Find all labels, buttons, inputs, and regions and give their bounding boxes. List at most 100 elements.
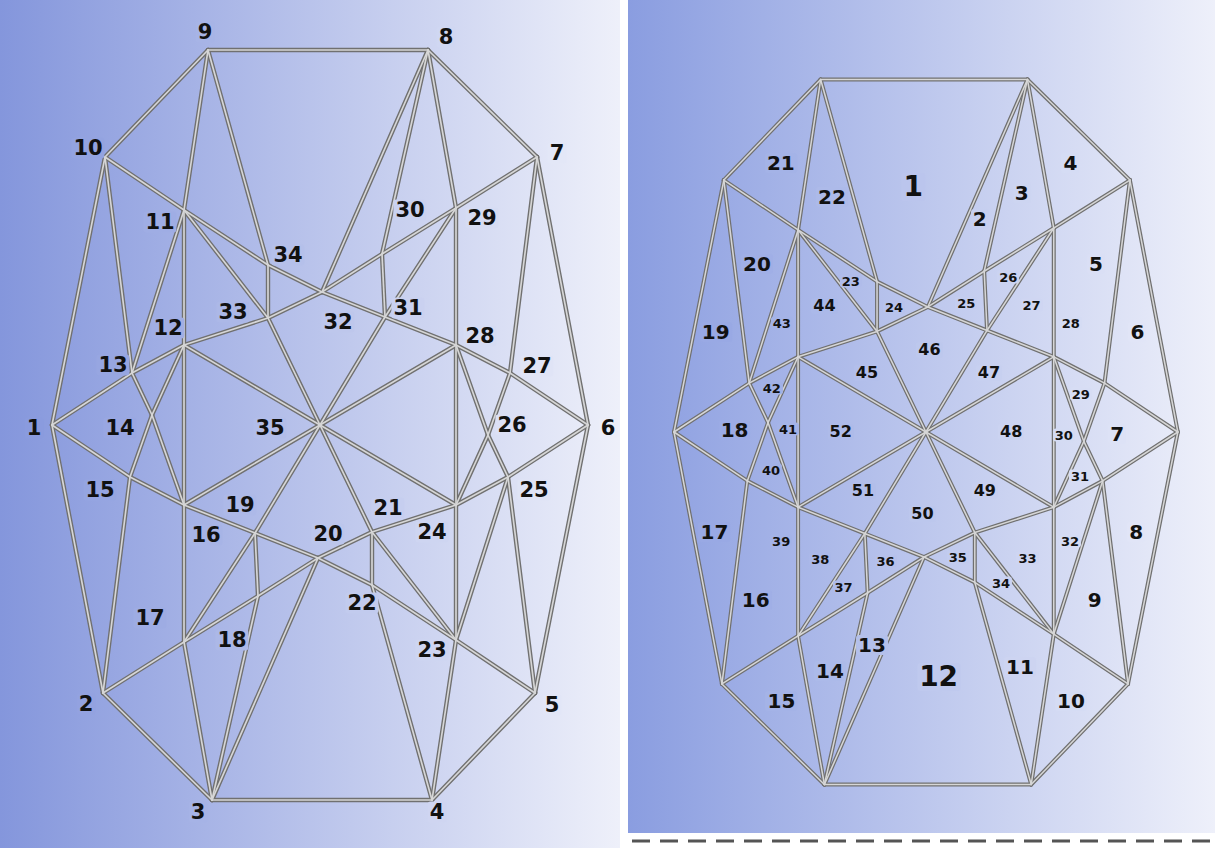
wireframe-edge-highlight bbox=[798, 331, 877, 356]
wireframe-edge bbox=[182, 345, 186, 505]
wireframe-edge bbox=[984, 80, 1027, 272]
wireframe-edge-highlight bbox=[1103, 481, 1128, 684]
face-number: 42 bbox=[761, 381, 783, 394]
wireframe-edge-highlight bbox=[821, 80, 877, 282]
wireframe-edge-highlight bbox=[674, 180, 724, 432]
wireframe-edge bbox=[372, 532, 456, 640]
face-number: 39 bbox=[770, 535, 792, 548]
face-number: 50 bbox=[909, 506, 935, 522]
face-number: 29 bbox=[1070, 387, 1092, 400]
wireframe-edge-highlight bbox=[876, 282, 878, 332]
wireframe-edge-highlight bbox=[1053, 228, 1055, 357]
wireframe-edge bbox=[724, 180, 749, 383]
wireframe-edge bbox=[508, 477, 535, 693]
wireframe-edge-highlight bbox=[372, 585, 456, 640]
wireframe-edge-highlight bbox=[456, 477, 508, 505]
wireframe-edge-highlight bbox=[1054, 481, 1103, 507]
wireframe-edge bbox=[821, 78, 1028, 82]
face-number: 32 bbox=[1059, 534, 1081, 547]
wireframe-edge-highlight bbox=[1054, 481, 1103, 634]
wireframe-edge bbox=[796, 507, 800, 636]
face-number: 7 bbox=[1108, 424, 1126, 444]
wireframe-edge bbox=[456, 640, 535, 693]
wireframe-edge bbox=[103, 642, 184, 693]
wireframe-right bbox=[674, 80, 1178, 785]
vertex-number: 7 bbox=[548, 143, 567, 164]
vertex-number: 28 bbox=[463, 326, 496, 347]
face-number: 23 bbox=[840, 274, 862, 287]
wireframe-edge bbox=[382, 50, 428, 254]
face-number: 41 bbox=[777, 422, 799, 435]
wireframe-edge bbox=[255, 533, 318, 558]
wireframe-edge bbox=[674, 432, 722, 684]
wireframe-edge-highlight bbox=[987, 228, 1054, 330]
wireframe-edge bbox=[1052, 228, 1056, 357]
wireframe-edge-highlight bbox=[456, 477, 508, 640]
vertex-number: 4 bbox=[428, 802, 447, 823]
face-number: 12 bbox=[917, 663, 960, 691]
wireframe-edge-highlight bbox=[537, 157, 588, 425]
wireframe-edge bbox=[535, 425, 588, 693]
wireframe-edge bbox=[132, 373, 152, 415]
wireframe-edge bbox=[105, 157, 132, 373]
wireframe-edge-highlight bbox=[372, 532, 456, 640]
wireframe-edge bbox=[1105, 180, 1130, 383]
face-number: 28 bbox=[1060, 316, 1082, 329]
wireframe-edge-highlight bbox=[798, 357, 926, 432]
vertex-number: 10 bbox=[71, 138, 104, 159]
vertex-number: 18 bbox=[215, 630, 248, 651]
wireframe-edge-highlight bbox=[105, 157, 132, 373]
wireframe-edge bbox=[318, 558, 372, 585]
vertex-number: 29 bbox=[465, 208, 498, 229]
wireframe-edge-highlight bbox=[184, 50, 208, 210]
wireframe-edge bbox=[320, 345, 456, 425]
wireframe-edge bbox=[454, 345, 458, 505]
wireframe-edge bbox=[488, 435, 508, 477]
wireframe-edge-highlight bbox=[208, 49, 428, 51]
face-number: 21 bbox=[765, 153, 797, 173]
vertex-number: 31 bbox=[391, 298, 424, 319]
wireframe-edge-highlight bbox=[456, 157, 537, 208]
wireframe-edge bbox=[824, 783, 1031, 787]
wireframe-edge-highlight bbox=[132, 210, 184, 373]
wireframe-edge-highlight bbox=[456, 435, 488, 505]
wireframe-edge-highlight bbox=[382, 50, 428, 254]
wireframe-edge-highlight bbox=[132, 373, 152, 415]
wireframe-edge bbox=[674, 180, 724, 432]
wireframe-edge-highlight bbox=[508, 477, 535, 693]
wireframe-edge-highlight bbox=[183, 505, 185, 642]
wireframe-edge-highlight bbox=[105, 50, 208, 157]
wireframe-edge-highlight bbox=[1031, 684, 1128, 785]
face-number: 18 bbox=[719, 420, 751, 440]
wireframe-edge bbox=[796, 230, 800, 357]
wireframe-edge-highlight bbox=[975, 582, 1054, 634]
wireframe-edge-highlight bbox=[798, 636, 824, 785]
wireframe-edge-highlight bbox=[105, 157, 184, 210]
wireframe-edge bbox=[255, 425, 320, 533]
vertex-number: 21 bbox=[371, 498, 404, 519]
wireframe-edge-highlight bbox=[152, 415, 184, 505]
wireframe-edge-highlight bbox=[455, 208, 457, 345]
wireframe-edge bbox=[212, 596, 258, 800]
wireframe-edge-highlight bbox=[208, 50, 268, 265]
wireframe-edge-highlight bbox=[371, 532, 373, 585]
face-number: 30 bbox=[1053, 429, 1075, 442]
wireframe-edge-highlight bbox=[132, 345, 184, 373]
wireframe-edge-highlight bbox=[322, 50, 428, 292]
face-number: 34 bbox=[990, 577, 1012, 590]
wireframe-edge-highlight bbox=[674, 432, 722, 684]
face-number: 49 bbox=[972, 483, 998, 499]
wireframe-edge bbox=[184, 50, 208, 210]
wireframe-edge bbox=[255, 533, 258, 596]
wireframe-edge-highlight bbox=[152, 345, 184, 415]
vertex-number: 6 bbox=[599, 418, 618, 439]
face-number: 1 bbox=[901, 173, 924, 201]
wireframe-edge bbox=[182, 505, 186, 642]
wireframe-edge-highlight bbox=[1105, 180, 1130, 383]
wireframe-edge bbox=[875, 282, 879, 332]
wireframe-edge bbox=[52, 425, 103, 693]
wireframe-edge bbox=[798, 534, 865, 636]
face-number: 37 bbox=[832, 581, 854, 594]
